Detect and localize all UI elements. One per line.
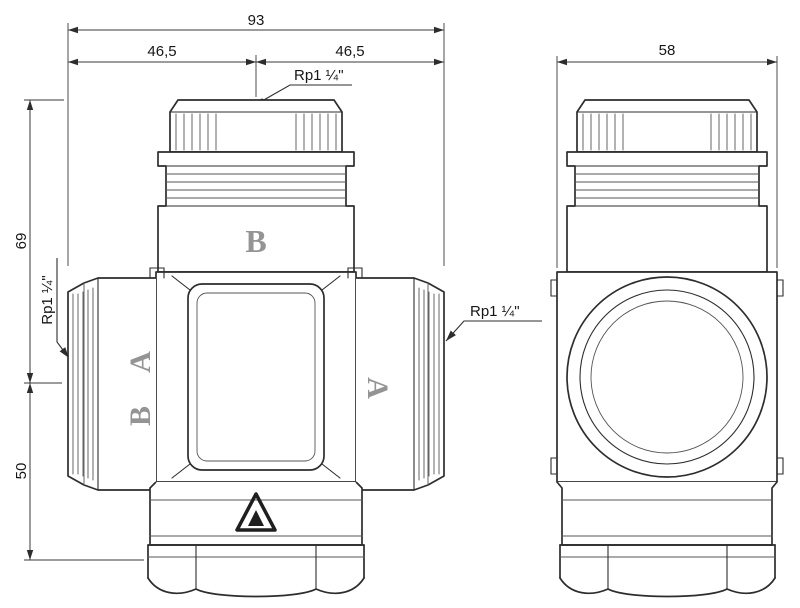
dim-half-left-label: 46,5	[147, 43, 176, 60]
side-view: 58	[550, 42, 784, 598]
thread-left-label: Rp1 ¼"	[39, 275, 56, 325]
cast-letter-left-upper: A	[124, 351, 157, 373]
dim-side-width-label: 58	[659, 42, 676, 59]
side-port-opening	[566, 276, 768, 478]
thread-callout-top: Rp1 ¼"	[259, 67, 352, 104]
front-valve-body: B A B	[67, 99, 445, 598]
cast-letter-left-lower: B	[124, 406, 157, 426]
front-bottom-collar	[149, 481, 363, 546]
dim-height-lower-label: 50	[13, 463, 30, 480]
side-neck	[566, 151, 768, 273]
front-neck: B	[157, 151, 355, 273]
front-bottom-nut	[147, 544, 365, 598]
dim-height-lower: 50	[13, 383, 34, 560]
side-extension-lines	[556, 56, 778, 268]
thread-right-label: Rp1 ¼"	[470, 303, 520, 320]
front-top-port	[169, 99, 343, 153]
dim-height-upper: 69	[13, 100, 34, 383]
thread-callout-left: Rp1 ¼"	[39, 258, 70, 359]
side-bottom-nut	[559, 544, 776, 598]
front-left-port: A B	[67, 267, 165, 491]
dim-half-right-label: 46,5	[335, 43, 364, 60]
dim-side-width: 58	[557, 42, 777, 66]
dim-total-width: 93	[68, 12, 444, 34]
side-valve-body	[550, 99, 784, 598]
side-center-body	[550, 271, 784, 483]
thread-top-label: Rp1 ¼"	[294, 67, 344, 84]
thread-callout-right: Rp1 ¼"	[445, 303, 542, 342]
dim-total-width-label: 93	[248, 12, 265, 29]
cast-letter-right: A	[361, 377, 394, 399]
side-top-port	[576, 99, 758, 153]
dim-half-widths: 46,5 46,5	[68, 43, 444, 66]
front-view: 93 46,5 46,5 69 50	[13, 12, 542, 598]
front-right-port: A	[347, 267, 445, 491]
side-bottom-collar	[556, 481, 778, 546]
brand-triangle-logo	[235, 492, 277, 532]
cast-letter-top-port: B	[245, 223, 266, 259]
dim-height-upper-label: 69	[13, 233, 30, 250]
front-center-body	[155, 271, 357, 483]
